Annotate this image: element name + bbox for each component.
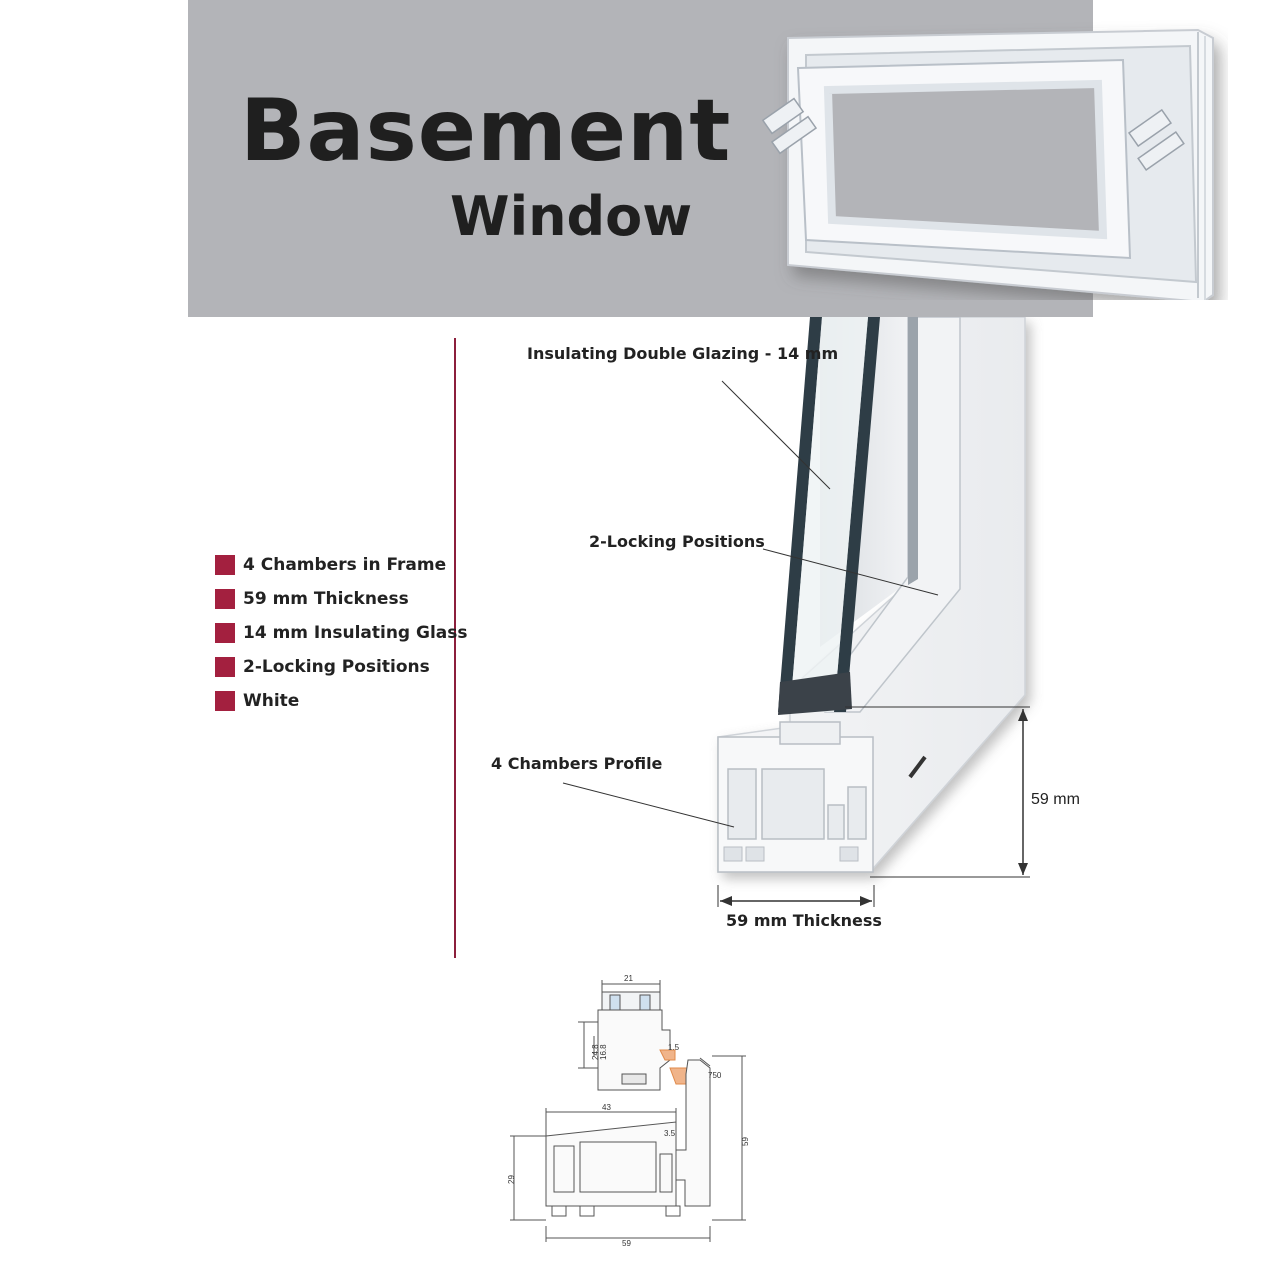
feature-item: 2-Locking Positions bbox=[215, 650, 468, 684]
thickness-dimension-label: 59 mm Thickness bbox=[726, 911, 882, 930]
feature-label: 2-Locking Positions bbox=[243, 657, 430, 677]
dim-16-8: 16.8 bbox=[599, 1044, 608, 1060]
dim-59-height: 59 bbox=[741, 1137, 750, 1146]
square-bullet-icon bbox=[215, 589, 235, 609]
basement-window-image bbox=[761, 28, 1214, 300]
section-divider bbox=[454, 338, 456, 958]
page-subtitle: Window bbox=[450, 185, 693, 248]
feature-label: White bbox=[243, 691, 300, 711]
feature-item: 59 mm Thickness bbox=[215, 582, 468, 616]
profile-cross-section-image bbox=[562, 317, 1030, 907]
dim-43: 43 bbox=[602, 1103, 611, 1112]
feature-label: 4 Chambers in Frame bbox=[243, 555, 447, 575]
dim-3-5: 3.5 bbox=[664, 1129, 676, 1138]
callout-chambers: 4 Chambers Profile bbox=[491, 754, 663, 773]
dim-24-8: 24.8 bbox=[591, 1044, 600, 1060]
feature-item: White bbox=[215, 684, 468, 718]
feature-list: 4 Chambers in Frame 59 mm Thickness 14 m… bbox=[215, 548, 468, 718]
feature-label: 14 mm Insulating Glass bbox=[243, 623, 468, 643]
callout-locking: 2-Locking Positions bbox=[589, 532, 765, 551]
square-bullet-icon bbox=[215, 657, 235, 677]
dim-1-5: 1.5 bbox=[668, 1043, 680, 1052]
technical-drawing: 21 24.8 16.8 1.5 750 43 3.5 29 59 59 bbox=[507, 974, 750, 1248]
dim-29: 29 bbox=[507, 1175, 516, 1184]
square-bullet-icon bbox=[215, 555, 235, 575]
header-banner: Basement Window bbox=[188, 0, 1214, 317]
dim-21: 21 bbox=[624, 974, 633, 983]
callout-glazing: Insulating Double Glazing - 14 mm bbox=[527, 344, 839, 363]
square-bullet-icon bbox=[215, 623, 235, 643]
height-dimension-label: 59 mm bbox=[1031, 791, 1080, 808]
dim-59-width: 59 bbox=[622, 1239, 631, 1248]
feature-item: 4 Chambers in Frame bbox=[215, 548, 468, 582]
dim-750: 750 bbox=[708, 1071, 722, 1080]
square-bullet-icon bbox=[215, 691, 235, 711]
page-title: Basement bbox=[240, 81, 732, 181]
feature-item: 14 mm Insulating Glass bbox=[215, 616, 468, 650]
feature-label: 59 mm Thickness bbox=[243, 589, 409, 609]
